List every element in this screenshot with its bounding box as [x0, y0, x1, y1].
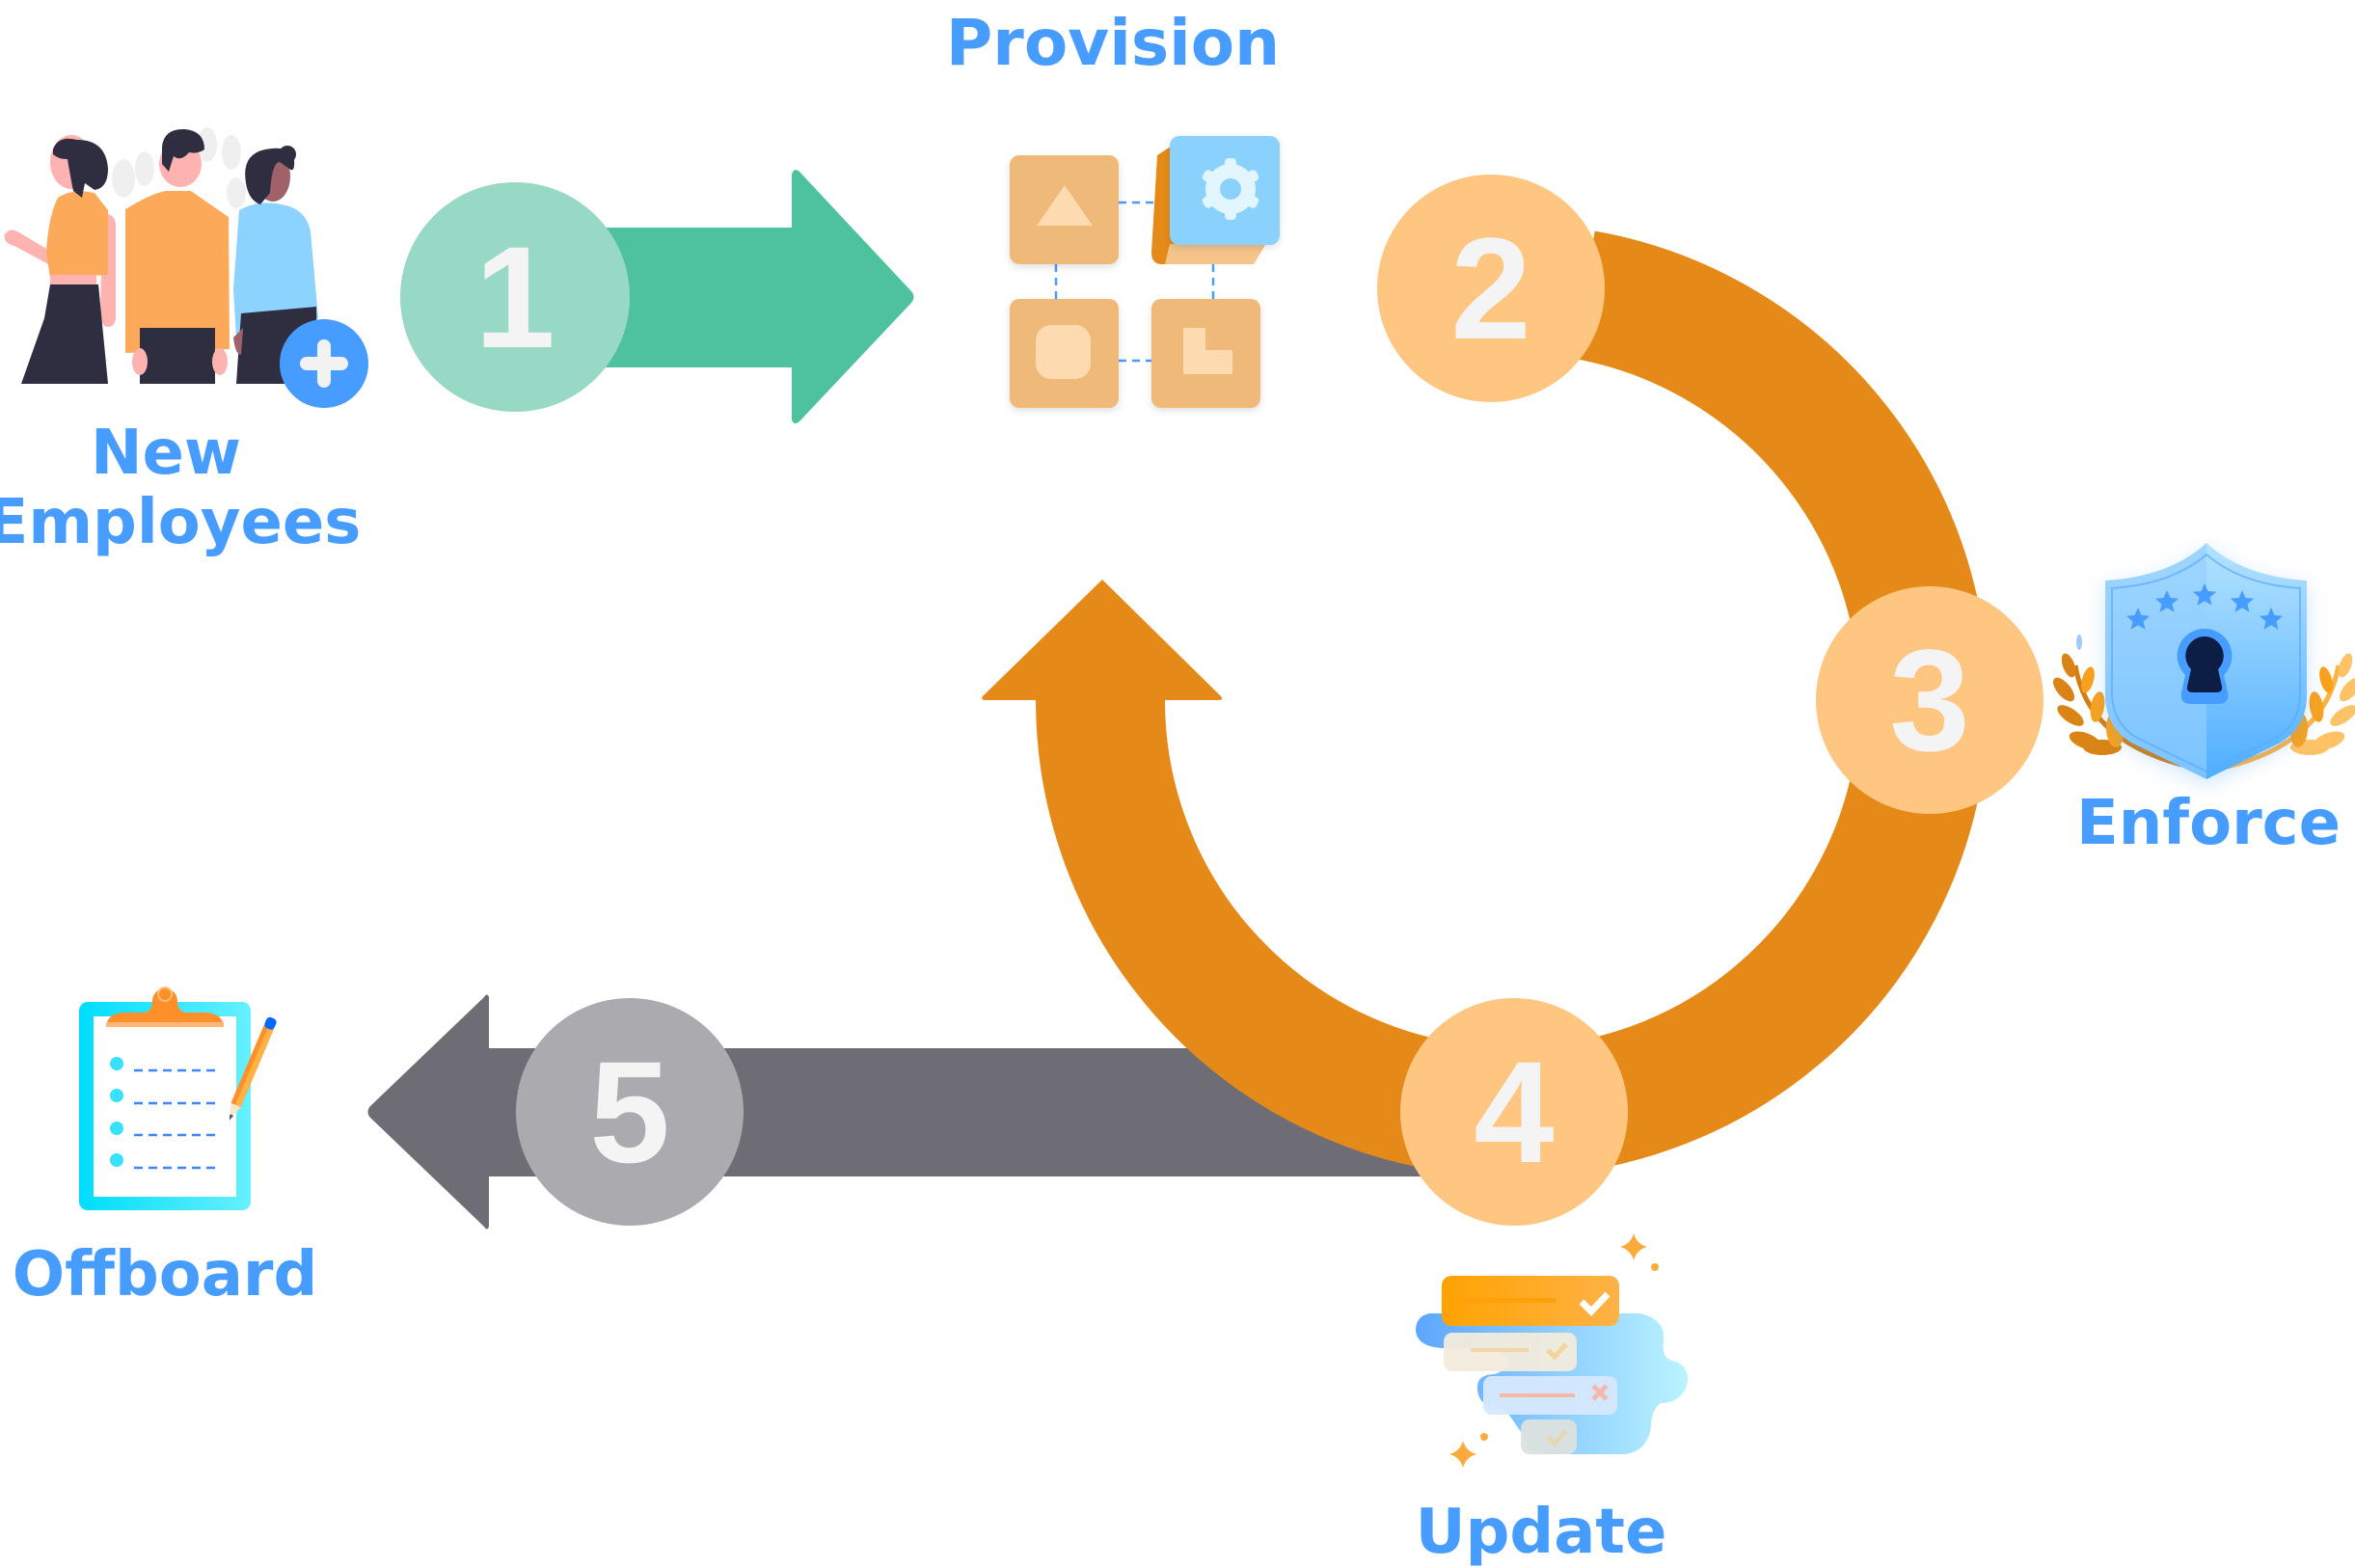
loop-arrow [982, 230, 1989, 1177]
step-4-circle [1400, 998, 1628, 1226]
step-4-number: 4 [1474, 1031, 1554, 1193]
loop-arrow-head [982, 580, 1223, 700]
add-badge-icon [280, 319, 368, 408]
step-1-number: 1 [474, 216, 555, 378]
step-4[interactable]: 4 [1400, 998, 1628, 1226]
people-add-icon [4, 127, 368, 408]
step-5[interactable]: 5 [516, 998, 744, 1226]
keyhole-icon [2177, 628, 2233, 704]
shield-right-half [2206, 543, 2307, 779]
pencil-icon [229, 1016, 277, 1121]
step-3-number: 3 [1889, 619, 1969, 781]
step-2-circle [1377, 175, 1605, 402]
sparkles [1449, 1233, 1659, 1468]
shield-keyhole-icon [2052, 543, 2355, 779]
shield-left-half [2105, 543, 2206, 779]
step-1[interactable]: 1 [400, 182, 630, 412]
person-1 [4, 135, 116, 384]
loop-arrow-band [1036, 230, 1989, 1177]
offboard-label: Offboard [13, 1239, 318, 1311]
step-3[interactable]: 3 [1816, 586, 2044, 814]
update-label: Update [1416, 1497, 1667, 1568]
step-5-circle [516, 998, 744, 1226]
new-employees-label-line-1: New [91, 418, 241, 489]
enforce-label: Enforce [2076, 788, 2341, 859]
provision-label: Provision [946, 6, 1280, 80]
checklist-rows [110, 1057, 215, 1170]
check-icon [1579, 1291, 1611, 1317]
app-tiles-gear-icon [1010, 136, 1280, 408]
offboard-arrow-head [367, 994, 489, 1230]
step-3-circle [1816, 586, 2044, 814]
tile-connectors [1054, 201, 1215, 363]
person-2 [125, 128, 230, 384]
step-5-number: 5 [589, 1031, 669, 1193]
step-1-circle [400, 182, 630, 412]
gear-icon [1202, 158, 1259, 220]
stars [2126, 583, 2283, 630]
new-employees-label-line-2: Employees [0, 487, 361, 558]
checklist-cards-icon [1416, 1233, 1689, 1468]
step-2[interactable]: 2 [1377, 175, 1605, 402]
leaves-decoration [112, 127, 246, 208]
clipboard-checklist-icon [79, 987, 277, 1210]
step-2-number: 2 [1450, 207, 1530, 369]
laurel-right [2227, 653, 2355, 770]
onboard-arrow-head [792, 170, 914, 424]
